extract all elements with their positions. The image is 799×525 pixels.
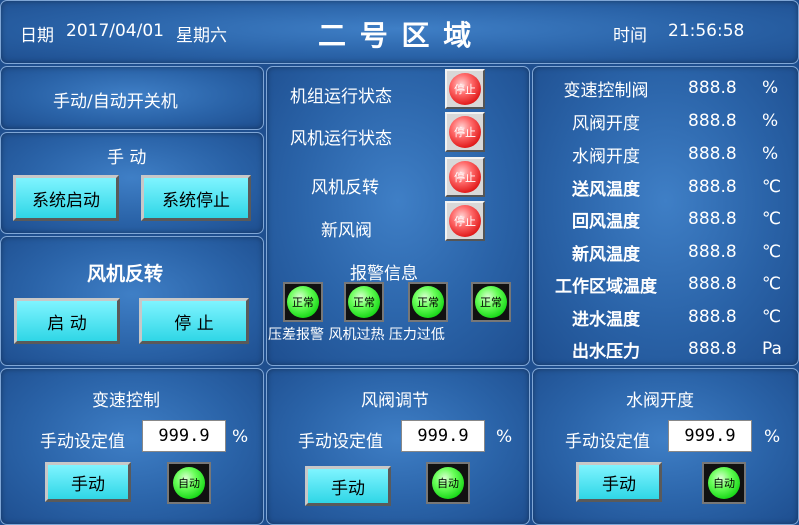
water-valve-auto-button[interactable]: 自动 [702, 462, 746, 504]
reading-label: 风阀开度 [572, 114, 640, 134]
status-lamp-unit: 停止 [445, 69, 485, 109]
speed-control-unit: % [232, 427, 249, 447]
alarm-lamp-2: 正常 [344, 282, 384, 322]
date-label: 日期 [20, 26, 54, 46]
reading-unit: ℃ [762, 209, 782, 229]
status-lamp-fresh-air: 停止 [445, 201, 485, 241]
speed-control-manual-button[interactable]: 手动 [45, 462, 131, 502]
readings-panel [532, 66, 799, 366]
reading-value: 888.8 [688, 307, 737, 327]
header-panel [0, 0, 799, 64]
speed-control-value[interactable]: 999.9 [142, 420, 226, 452]
date-value: 2017/04/01 [66, 21, 164, 41]
weekday: 星期六 [176, 26, 227, 46]
alarm-labels: 压差报警 风机过热 压力过低 [268, 327, 445, 343]
reading-unit: % [762, 78, 779, 98]
reading-unit: % [762, 144, 779, 164]
reading-label: 回风温度 [572, 212, 640, 232]
system-stop-button[interactable]: 系统停止 [141, 175, 251, 221]
status-lamp-fan: 停止 [445, 112, 485, 152]
reading-unit: ℃ [762, 274, 782, 294]
auto-switch-title: 手动/自动开关机 [53, 92, 178, 112]
reading-value: 888.8 [688, 209, 737, 229]
speed-control-set-label: 手动设定值 [40, 432, 125, 452]
manual-title: 手 动 [107, 148, 147, 168]
status-label-fresh-air: 新风阀 [321, 221, 372, 241]
reading-value: 888.8 [688, 177, 737, 197]
air-valve-manual-button[interactable]: 手动 [305, 466, 391, 506]
air-valve-auto-button[interactable]: 自动 [426, 462, 470, 504]
status-label-fan: 风机运行状态 [290, 129, 392, 149]
water-valve-set-label: 手动设定值 [565, 432, 650, 452]
reading-value: 888.8 [688, 144, 737, 164]
alarm-title: 报警信息 [350, 264, 418, 284]
reading-label: 新风温度 [572, 245, 640, 265]
air-valve-set-label: 手动设定值 [298, 432, 383, 452]
system-start-button[interactable]: 系统启动 [13, 175, 119, 221]
fan-reverse-title: 风机反转 [87, 263, 164, 285]
reading-value: 888.8 [688, 242, 737, 262]
reading-label: 变速控制阀 [563, 81, 649, 101]
reading-unit: ℃ [762, 242, 782, 262]
air-valve-value[interactable]: 999.9 [401, 420, 485, 452]
water-valve-title: 水阀开度 [626, 391, 694, 411]
reading-unit: ℃ [762, 307, 782, 327]
water-valve-value[interactable]: 999.9 [668, 420, 752, 452]
alarm-lamp-1: 正常 [283, 282, 323, 322]
reading-value: 888.8 [688, 78, 737, 98]
alarm-lamp-3: 正常 [408, 282, 448, 322]
water-valve-manual-button[interactable]: 手动 [576, 462, 662, 502]
fan-stop-button[interactable]: 停 止 [139, 298, 249, 344]
speed-control-panel [0, 368, 264, 525]
water-valve-unit: % [764, 427, 781, 447]
reading-label: 水阀开度 [572, 147, 640, 167]
reading-unit: % [762, 111, 779, 131]
reading-value: 888.8 [688, 274, 737, 294]
status-lamp-fan-reverse: 停止 [445, 157, 485, 197]
reading-label: 送风温度 [572, 180, 640, 200]
reading-label: 工作区域温度 [555, 277, 657, 297]
air-valve-title: 风阀调节 [361, 391, 429, 411]
status-label-fan-reverse: 风机反转 [311, 178, 379, 198]
alarm-lamp-4: 正常 [471, 282, 511, 322]
reading-value: 888.8 [688, 111, 737, 131]
reading-value: 888.8 [688, 339, 737, 359]
reading-unit: ℃ [762, 177, 782, 197]
time-label: 时间 [613, 26, 647, 46]
page-title: 二 号 区 域 [318, 19, 474, 52]
reading-label: 进水温度 [572, 310, 640, 330]
auto-switch-panel [0, 66, 264, 130]
status-label-unit: 机组运行状态 [290, 87, 392, 107]
reading-label: 出水压力 [572, 342, 640, 362]
speed-control-title: 变速控制 [92, 391, 160, 411]
reading-unit: Pa [762, 339, 782, 359]
air-valve-unit: % [496, 427, 513, 447]
time-value: 21:56:58 [668, 21, 745, 41]
fan-start-button[interactable]: 启 动 [14, 298, 120, 344]
speed-control-auto-button[interactable]: 自动 [167, 462, 211, 504]
